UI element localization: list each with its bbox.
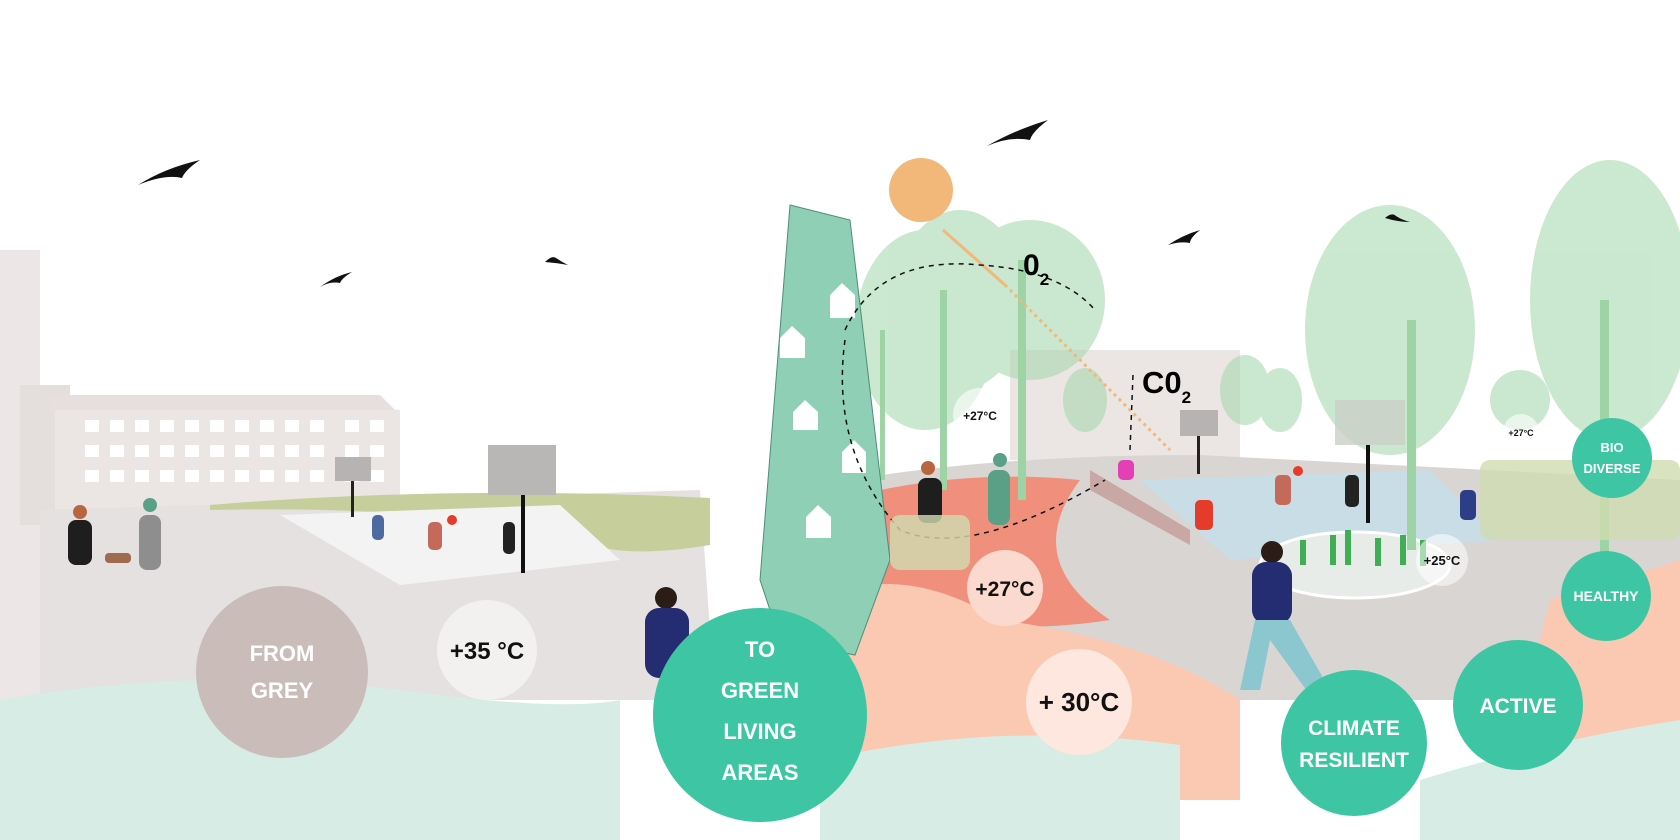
apartment-building-left: [50, 395, 400, 510]
green-wall-tower: [759, 204, 891, 656]
o2-arrow: [844, 263, 1096, 331]
svg-text:TO: TO: [745, 637, 775, 662]
svg-text:+35 °C: +35 °C: [450, 638, 524, 665]
svg-text:CLIMATE: CLIMATE: [1308, 717, 1400, 740]
svg-text:RESILIENT: RESILIENT: [1299, 749, 1409, 772]
temp-badge-under-trees: +27°C: [953, 388, 1007, 442]
svg-text:FROM: FROM: [250, 641, 315, 666]
bird-icon: [1385, 214, 1410, 222]
temp-badge-path: +27°C: [967, 550, 1043, 626]
temp-badge-pond: +25°C: [1416, 534, 1468, 586]
svg-text:AREAS: AREAS: [721, 760, 798, 785]
to-green-living-areas-circle: TO GREEN LIVING AREAS: [653, 608, 867, 822]
from-grey-circle: FROM GREY: [196, 586, 368, 758]
svg-text:+ 30°C: + 30°C: [1039, 687, 1120, 717]
trees: [855, 160, 1680, 455]
co2-dashed-line: [1129, 374, 1134, 451]
basketball-hoop-right: [1180, 400, 1405, 523]
co2-label: C02: [1142, 365, 1191, 407]
svg-text:+27°C: +27°C: [1508, 428, 1534, 438]
bird-icon: [987, 120, 1048, 146]
svg-text:HEALTHY: HEALTHY: [1573, 588, 1639, 604]
svg-text:+27°C: +27°C: [975, 578, 1034, 601]
court-left: [280, 505, 620, 585]
temp-badge-plaza: + 30°C: [1026, 649, 1132, 755]
oxygen-label: 02: [1023, 249, 1049, 289]
svg-text:+25°C: +25°C: [1424, 553, 1461, 568]
svg-text:ACTIVE: ACTIVE: [1479, 695, 1556, 718]
walking-man: [1240, 541, 1330, 695]
bird-icon: [545, 257, 568, 265]
bench-wall: [1090, 470, 1190, 545]
sun-rays: [942, 228, 1172, 452]
temp-badge-left: +35 °C: [437, 600, 537, 700]
temp-badge-far-right: +27°C: [1503, 414, 1539, 450]
svg-text:DIVERSE: DIVERSE: [1583, 461, 1640, 476]
birdhouses: [780, 283, 866, 538]
climate-resilient-circle: CLIMATE RESILIENT: [1281, 670, 1427, 816]
svg-text:+27°C: +27°C: [963, 409, 997, 423]
svg-text:BIO: BIO: [1600, 440, 1623, 455]
healthy-circle: HEALTHY: [1561, 551, 1651, 641]
bird-icon: [320, 272, 352, 287]
mint-ground-center: [820, 735, 1180, 840]
sun: [889, 158, 953, 222]
mint-ground-left: [0, 679, 620, 840]
svg-text:GREEN: GREEN: [721, 678, 799, 703]
basketball-hoop-left: [335, 445, 556, 573]
bird-icons: [138, 120, 1410, 287]
people-left: [68, 498, 515, 570]
bird-icon: [138, 160, 200, 185]
mint-ground-right: [1420, 720, 1680, 840]
svg-text:LIVING: LIVING: [723, 719, 796, 744]
bird-icon: [1168, 230, 1200, 245]
active-circle: ACTIVE: [1453, 640, 1583, 770]
bio-diverse-circle: BIO DIVERSE: [1572, 418, 1652, 498]
svg-text:GREY: GREY: [251, 678, 314, 703]
